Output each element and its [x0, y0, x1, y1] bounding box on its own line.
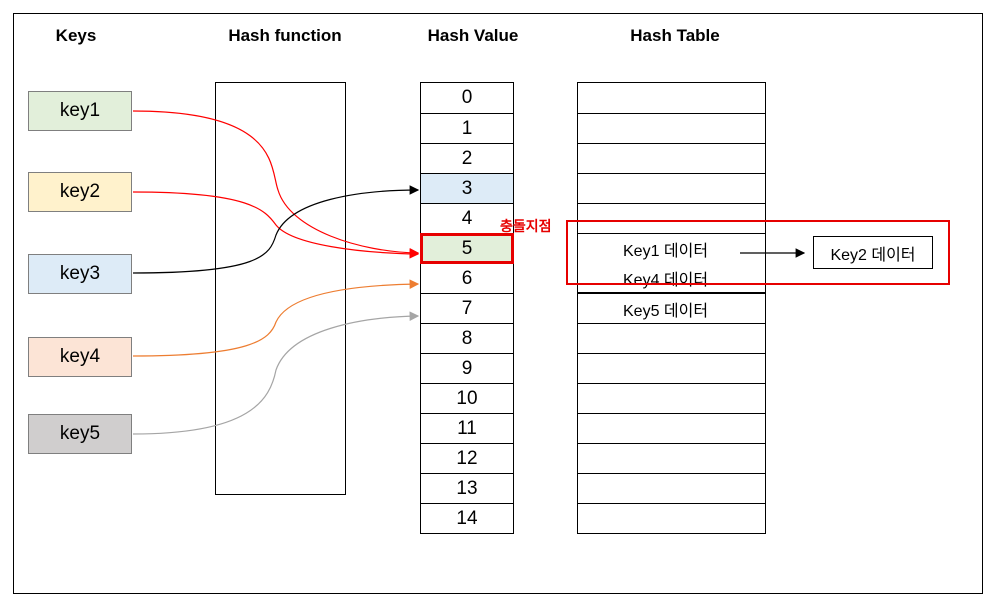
hash-value-cell-1: 1 — [420, 113, 514, 144]
hash-table-row-12 — [577, 443, 766, 474]
hash-value-cell-10: 10 — [420, 383, 514, 414]
key-box-key1: key1 — [28, 91, 132, 131]
hash-value-cell-9: 9 — [420, 353, 514, 384]
hash-table-row-11 — [577, 413, 766, 444]
hash-table-row-1 — [577, 113, 766, 144]
diagram-frame — [13, 13, 983, 594]
hash-value-cell-0: 0 — [420, 82, 514, 114]
header-hash-table: Hash Table — [630, 26, 720, 45]
hash-table-row-13 — [577, 473, 766, 504]
header-hash-function: Hash function — [228, 26, 342, 45]
hash-table-row-3 — [577, 173, 766, 204]
hash-value-cell-11: 11 — [420, 413, 514, 444]
hash-table-row-7: Key5 데이터 — [577, 293, 766, 324]
hash-table-row-8 — [577, 323, 766, 354]
key-box-key5: key5 — [28, 414, 132, 454]
hash-value-cell-12: 12 — [420, 443, 514, 474]
key-box-key2: key2 — [28, 172, 132, 212]
header-hash-value: Hash Value — [427, 26, 519, 45]
hash-table-row-text: Key1 데이터 — [623, 243, 709, 260]
hash-table-row-text: Key5 데이터 — [623, 302, 709, 320]
key-box-key3: key3 — [28, 254, 132, 294]
collision-label: 충돌지점 — [500, 218, 552, 234]
hash-table-row-2 — [577, 143, 766, 174]
hash-value-cell-13: 13 — [420, 473, 514, 504]
hash-value-cell-6: 6 — [420, 263, 514, 294]
hash-table-row-14 — [577, 503, 766, 534]
hash-value-cell-8: 8 — [420, 323, 514, 354]
hash-value-cell-5: 5 — [420, 233, 514, 264]
hash-value-cell-7: 7 — [420, 293, 514, 324]
chain-item-key2: Key2 데이터 — [813, 236, 933, 269]
hash-table-row-10 — [577, 383, 766, 414]
key-box-key4: key4 — [28, 337, 132, 377]
hash-value-cell-3: 3 — [420, 173, 514, 204]
hash-value-cell-14: 14 — [420, 503, 514, 534]
collision-highlight-box — [566, 220, 950, 285]
hash-table-row-5: Key1 데이터 — [577, 233, 766, 264]
hash-table-row-9 — [577, 353, 766, 384]
hash-function-box — [215, 82, 346, 495]
header-keys: Keys — [55, 26, 97, 45]
hash-value-cell-2: 2 — [420, 143, 514, 174]
hash-table-row-0 — [577, 82, 766, 114]
